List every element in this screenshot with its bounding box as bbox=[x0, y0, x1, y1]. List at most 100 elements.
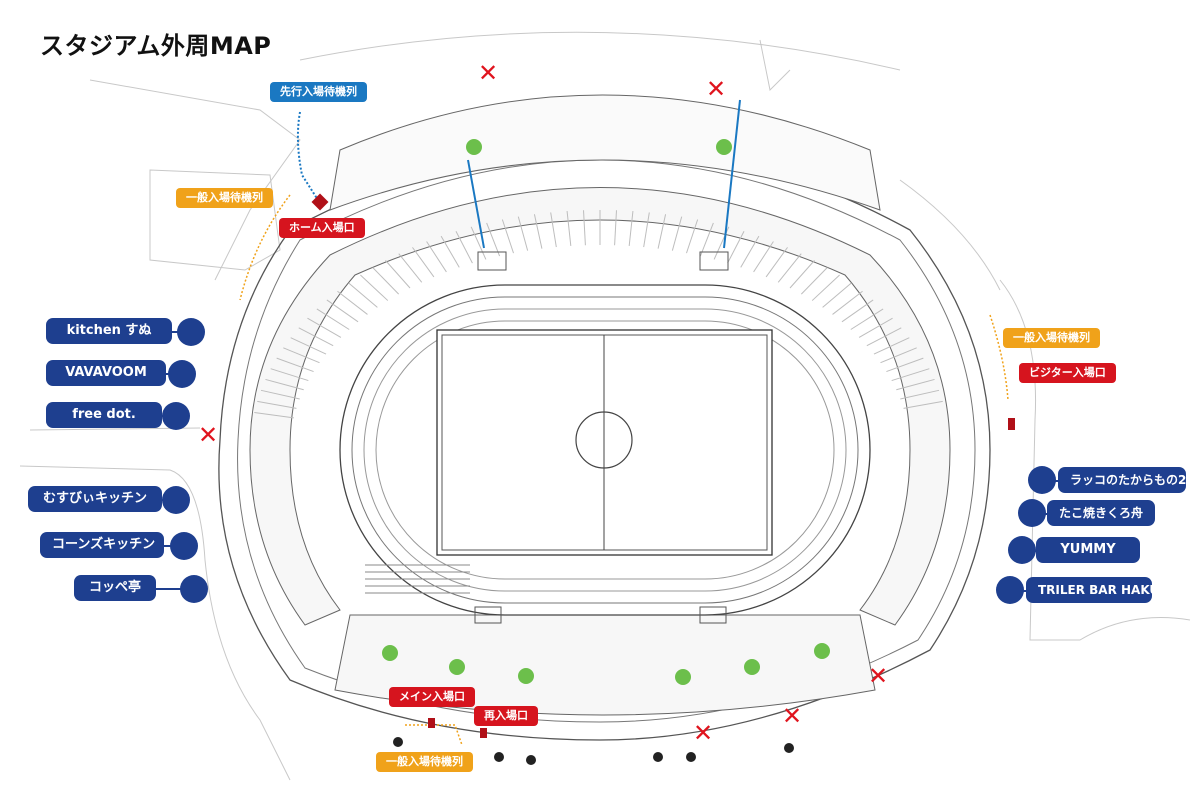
seat-row bbox=[858, 317, 893, 338]
seat-row bbox=[265, 378, 304, 391]
shop-pill[interactable]: VAVAVOOM bbox=[46, 360, 166, 386]
shop-dot[interactable] bbox=[162, 402, 190, 430]
seat-row bbox=[643, 212, 650, 248]
seat-row bbox=[290, 337, 327, 355]
seat-row bbox=[699, 222, 714, 257]
shop-pill[interactable]: コーンズキッチン bbox=[40, 532, 164, 558]
seat-row bbox=[880, 347, 917, 364]
green-dot-icon bbox=[675, 669, 691, 685]
seat-row bbox=[886, 357, 924, 373]
seat-row bbox=[412, 247, 435, 278]
seat-row bbox=[800, 267, 828, 295]
page-title: スタジアム外周MAP bbox=[40, 32, 272, 60]
shop-pill[interactable]: コッペ亭 bbox=[74, 575, 156, 601]
seat-row bbox=[283, 347, 320, 364]
seat-row bbox=[486, 222, 501, 257]
seat-row bbox=[360, 274, 389, 301]
green-dot-icon bbox=[518, 668, 534, 684]
shop-pill[interactable]: たこ焼きくろ舟 bbox=[1047, 500, 1155, 526]
seat-row bbox=[903, 400, 943, 409]
shop-dot[interactable] bbox=[1028, 466, 1056, 494]
seat-row bbox=[850, 308, 884, 330]
green-dot-icon bbox=[382, 645, 398, 661]
seat-row bbox=[470, 226, 487, 260]
shop-dot[interactable] bbox=[177, 318, 205, 346]
seat-row bbox=[348, 282, 378, 308]
shop-pill[interactable]: ラッコのたからもの2 bbox=[1058, 467, 1186, 493]
x-mark-icon: ✕ bbox=[198, 421, 219, 449]
shop-connector bbox=[150, 588, 190, 590]
seat-row bbox=[385, 260, 411, 289]
seat-row bbox=[614, 210, 617, 246]
seat-row bbox=[822, 282, 852, 308]
shop-pill[interactable]: むすびぃキッチン bbox=[28, 486, 162, 512]
x-mark-icon: ✕ bbox=[706, 75, 727, 103]
shop-pill[interactable]: free dot. bbox=[46, 402, 162, 428]
seat-row bbox=[533, 214, 543, 249]
general-queue-label-east: 一般入場待機列 bbox=[1003, 328, 1100, 348]
seat-row bbox=[671, 216, 683, 251]
shop-connector bbox=[150, 373, 182, 375]
visitor-entrance-label: ビジター入場口 bbox=[1019, 363, 1116, 383]
reentry-label: 再入場口 bbox=[474, 706, 538, 726]
x-mark-icon: ✕ bbox=[868, 662, 889, 690]
seat-row bbox=[583, 210, 586, 246]
seat-row bbox=[727, 231, 745, 264]
seat-row bbox=[900, 389, 940, 400]
seat-row bbox=[298, 327, 334, 347]
seat-row bbox=[501, 219, 514, 254]
seat-row bbox=[628, 211, 634, 246]
green-dot-icon bbox=[466, 139, 482, 155]
seat-row bbox=[811, 274, 840, 301]
seat-row bbox=[753, 241, 774, 273]
seat-row bbox=[337, 290, 368, 315]
seat-row bbox=[765, 247, 788, 278]
seat-row bbox=[789, 260, 815, 289]
seat-row bbox=[740, 235, 760, 268]
shop-dot[interactable] bbox=[180, 575, 208, 603]
green-dot-icon bbox=[449, 659, 465, 675]
shop-pill[interactable]: TRILER BAR HAKU bbox=[1026, 577, 1159, 603]
shop-dot[interactable] bbox=[1008, 536, 1036, 564]
seat-row bbox=[270, 368, 309, 382]
seat-row bbox=[455, 231, 473, 264]
home-entrance-label: ホーム入場口 bbox=[279, 218, 365, 238]
shop-dot[interactable] bbox=[1018, 499, 1046, 527]
seat-row bbox=[777, 253, 802, 283]
seat-row bbox=[891, 368, 930, 382]
seat-row bbox=[316, 308, 350, 330]
seat-row bbox=[372, 267, 400, 295]
seat-row bbox=[426, 241, 447, 273]
seat-row bbox=[276, 357, 314, 373]
seat-row bbox=[440, 235, 460, 268]
seat-row bbox=[517, 216, 529, 251]
shop-dot[interactable] bbox=[170, 532, 198, 560]
seat-row bbox=[873, 337, 910, 355]
green-dot-icon bbox=[744, 659, 760, 675]
x-mark-icon: ✕ bbox=[478, 59, 499, 87]
seat-row bbox=[260, 389, 300, 400]
seat-row bbox=[896, 378, 935, 391]
general-queue-label-nw: 一般入場待機列 bbox=[176, 188, 273, 208]
seat-row bbox=[398, 253, 423, 283]
seat-row bbox=[326, 299, 359, 323]
shop-dot[interactable] bbox=[996, 576, 1024, 604]
main-entrance-label: メイン入場口 bbox=[389, 687, 475, 707]
shop-pill[interactable]: YUMMY bbox=[1036, 537, 1140, 563]
x-mark-icon: ✕ bbox=[782, 702, 803, 730]
shop-connector bbox=[150, 545, 180, 547]
green-dot-icon bbox=[716, 139, 732, 155]
shop-dot[interactable] bbox=[162, 486, 190, 514]
seat-row bbox=[550, 212, 557, 248]
seat-row bbox=[832, 290, 863, 315]
seat-row bbox=[566, 211, 572, 246]
shop-pill[interactable]: kitchen すぬ bbox=[46, 318, 172, 344]
seat-row bbox=[307, 317, 342, 338]
seat-row bbox=[657, 214, 667, 249]
x-mark-icon: ✕ bbox=[693, 719, 714, 747]
shop-dot[interactable] bbox=[168, 360, 196, 388]
seat-row bbox=[841, 299, 874, 323]
seat-row bbox=[686, 219, 699, 254]
green-dot-icon bbox=[814, 643, 830, 659]
